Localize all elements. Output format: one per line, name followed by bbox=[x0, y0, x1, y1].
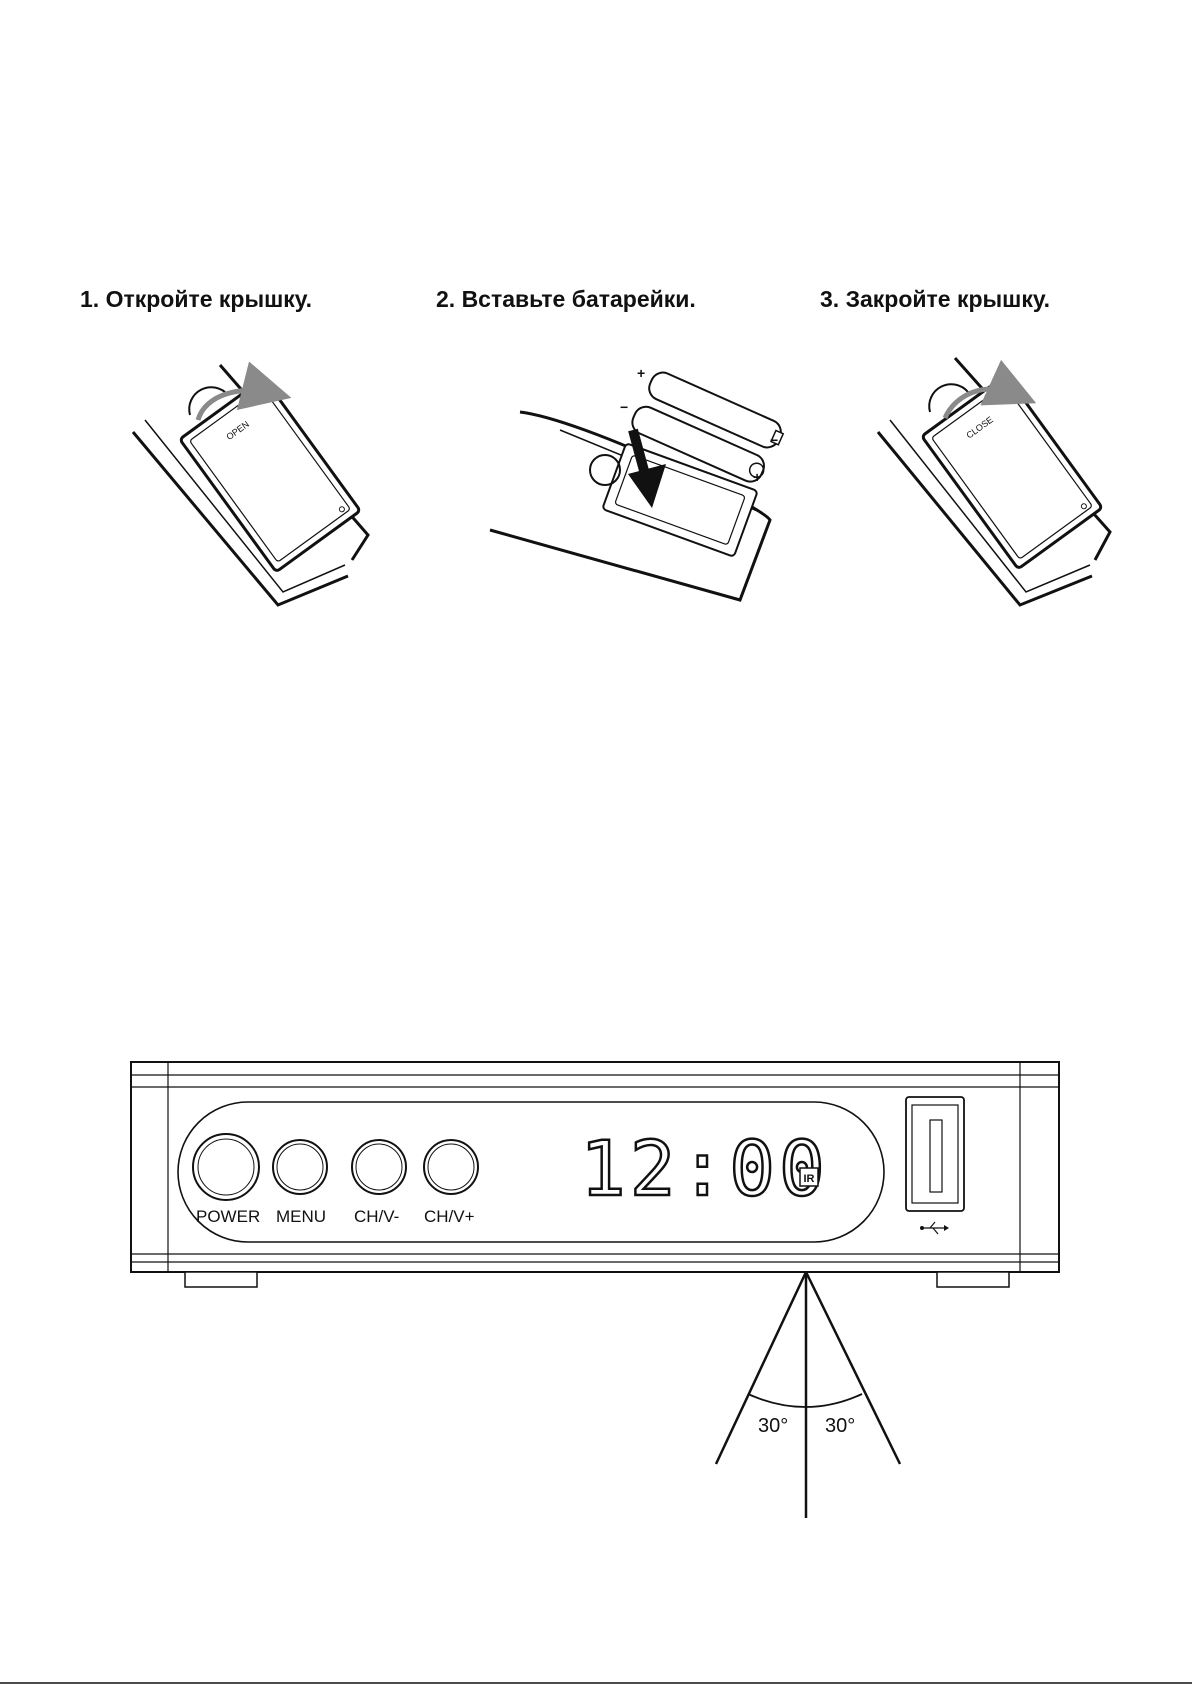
menu-label: MENU bbox=[276, 1207, 326, 1226]
menu-button bbox=[273, 1140, 327, 1194]
usb-port bbox=[906, 1097, 964, 1211]
ch-v-minus-label: CH/V- bbox=[354, 1207, 399, 1226]
plus-mark: + bbox=[753, 469, 761, 485]
minus-mark: − bbox=[620, 399, 628, 415]
plus-mark: + bbox=[637, 365, 645, 381]
minus-mark: − bbox=[770, 432, 778, 448]
receiver-front-panel: POWER MENU CH/V- CH/V+ 12:00 IR bbox=[131, 1062, 1059, 1287]
ch-v-plus-label: CH/V+ bbox=[424, 1207, 475, 1226]
power-label: POWER bbox=[196, 1207, 260, 1226]
power-button bbox=[193, 1134, 259, 1200]
angle-left-label: 30° bbox=[758, 1415, 788, 1437]
ch-v-minus-button bbox=[352, 1140, 406, 1194]
ir-angle-diagram: 30° 30° bbox=[716, 1272, 900, 1518]
remote-open-illustration: OPEN bbox=[133, 365, 368, 605]
remote-batteries-illustration: + − − + bbox=[490, 365, 786, 600]
ir-badge: IR bbox=[804, 1173, 815, 1185]
angle-right-label: 30° bbox=[825, 1415, 855, 1437]
remote-close-illustration: CLOSE bbox=[878, 358, 1110, 605]
clock-display: 12:00 bbox=[580, 1124, 829, 1213]
ch-v-plus-button bbox=[424, 1140, 478, 1194]
